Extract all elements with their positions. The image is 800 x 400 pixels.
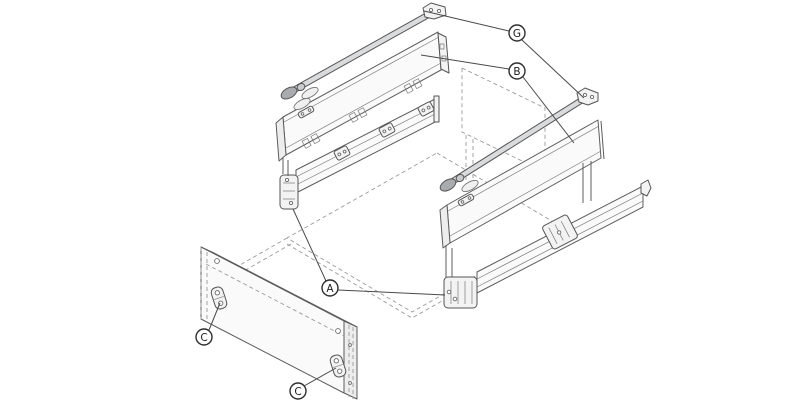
- leader-g-to-right-rod: [521, 39, 585, 99]
- left-runner-front-bracket: [279, 174, 299, 210]
- left-runner-rear-end: [433, 95, 440, 123]
- bottom-edge-ext-1: [239, 237, 288, 266]
- right-panel-clip: [457, 193, 475, 207]
- label-c2-circle: [289, 382, 307, 400]
- left-runner-plate-2: [378, 122, 396, 138]
- front-panel-hidden-edge-dashed: [205, 263, 345, 337]
- label-b: B: [508, 62, 526, 80]
- rod-front-bracket-right: [576, 87, 599, 106]
- leader-a-to-left-runner: [292, 208, 327, 282]
- right-side-panel: [439, 119, 605, 280]
- rod-holder-oval-right: [461, 180, 479, 192]
- left-side-panel: [275, 31, 450, 176]
- leader-b-to-right-panel: [522, 76, 575, 144]
- label-b-letter: B: [513, 66, 520, 78]
- left-runner-plate-3: [417, 101, 435, 117]
- front-panel: [200, 246, 358, 400]
- drawer-bottom-board-dashed: [286, 152, 563, 313]
- label-g-circle: [508, 24, 526, 42]
- right-runner-front-bracket: [443, 276, 478, 309]
- right-drawer-runner: [443, 179, 652, 309]
- bottom-edge-ext-2: [243, 243, 292, 272]
- right-panel-rear-edge: [600, 120, 605, 160]
- rear-bracket-notch-1: [439, 43, 445, 50]
- left-drawer-runner: [279, 95, 440, 210]
- label-c2-letter: C: [294, 386, 301, 398]
- rod-collar-right: [455, 173, 465, 183]
- front-panel-side-edge: [343, 320, 358, 400]
- right-gallery-rod: [439, 87, 599, 192]
- left-side-panel-end-face: [275, 116, 287, 162]
- left-runner-plate-1: [333, 145, 351, 161]
- rod-collar: [296, 82, 306, 92]
- label-b-circle: [508, 62, 526, 80]
- front-panel-edge-hole-1: [348, 343, 352, 347]
- left-side-panel-rear-bracket: [437, 32, 450, 74]
- front-panel-screw-hole-left: [214, 258, 220, 264]
- front-fixing-fitting-right: [329, 354, 347, 378]
- leader-a-to-right-runner: [337, 289, 446, 296]
- rod-holder-oval-1: [301, 87, 319, 99]
- right-runner-rear-hook: [640, 179, 652, 197]
- label-a-circle: [321, 279, 339, 297]
- label-g-letter: G: [513, 28, 521, 40]
- label-g: G: [508, 24, 526, 42]
- rod-front-bracket: [422, 2, 447, 20]
- label-c1-letter: C: [200, 332, 207, 344]
- leader-c2-to-fitting: [303, 367, 337, 387]
- leader-g-to-left-rod: [423, 10, 510, 32]
- rod-holder-oval-2: [293, 98, 311, 110]
- leader-lines: [208, 10, 585, 387]
- front-panel-edge-hole-2: [348, 381, 352, 385]
- rod-end-cap: [280, 86, 298, 100]
- label-c2: C: [289, 382, 307, 400]
- left-panel-stamp-marks: [301, 78, 423, 149]
- left-panel-clip: [297, 105, 315, 119]
- right-side-panel-end-face: [439, 204, 451, 249]
- label-a: A: [321, 279, 339, 297]
- label-c1: C: [195, 328, 213, 346]
- right-runner-mid-plate: [542, 214, 578, 250]
- leader-b-to-left-panel: [420, 54, 510, 70]
- front-panel-screw-hole-right: [335, 328, 341, 334]
- leader-c1-to-fitting: [208, 302, 221, 331]
- rod-end-cap-right: [439, 178, 457, 192]
- label-a-letter: A: [326, 283, 334, 295]
- front-panel-face: [200, 246, 345, 394]
- label-c1-circle: [195, 328, 213, 346]
